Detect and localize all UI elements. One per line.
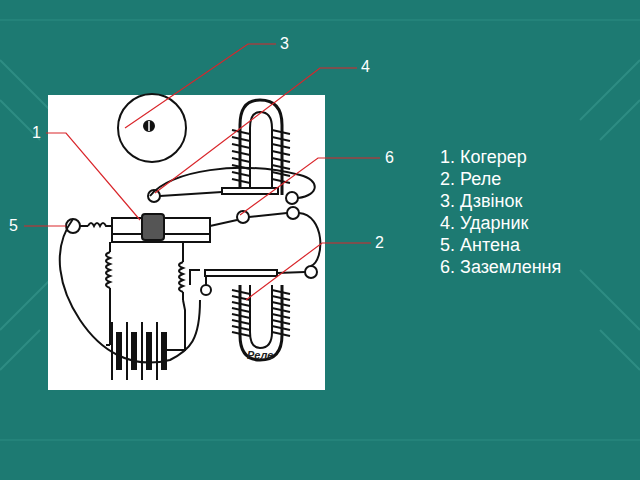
winding <box>232 144 250 148</box>
winding <box>232 302 250 306</box>
winding <box>272 130 290 134</box>
winding <box>141 322 143 380</box>
winding <box>272 308 290 312</box>
callout-number: 6 <box>385 149 394 167</box>
callout-number: 2 <box>375 234 384 252</box>
background-decor <box>0 20 640 440</box>
legend-item: 2. Реле <box>440 168 501 190</box>
callout-number: 3 <box>280 35 289 53</box>
receiver-drawing <box>60 94 321 380</box>
legend-item: 4. Ударник <box>440 212 528 234</box>
winding <box>131 332 137 370</box>
winding <box>272 165 290 169</box>
winding <box>272 290 290 294</box>
winding <box>232 308 250 312</box>
winding <box>232 172 250 176</box>
winding <box>232 320 250 324</box>
winding <box>232 151 250 155</box>
leader-lines <box>24 44 380 300</box>
winding <box>126 322 128 380</box>
winding <box>232 179 250 183</box>
legend-item: 5. Антена <box>440 234 520 256</box>
winding <box>272 326 290 330</box>
winding <box>272 296 290 300</box>
bell <box>118 94 186 162</box>
callout-number: 1 <box>32 124 41 142</box>
winding <box>232 137 250 141</box>
drawing-panel <box>48 95 325 390</box>
callout-number: 5 <box>9 217 18 235</box>
legend-item: 6. Заземлення <box>440 256 561 278</box>
winding <box>232 326 250 330</box>
winding <box>146 332 152 370</box>
relay-label: Реле <box>247 346 273 364</box>
winding <box>272 158 290 162</box>
winding <box>272 320 290 324</box>
winding <box>232 290 250 294</box>
winding <box>232 332 250 336</box>
winding <box>232 314 250 318</box>
winding <box>116 332 122 370</box>
winding <box>156 322 158 380</box>
winding <box>272 151 290 155</box>
winding <box>272 314 290 318</box>
winding <box>272 302 290 306</box>
legend-item: 1. Когерер <box>440 146 527 168</box>
winding <box>272 137 290 141</box>
winding <box>272 144 290 148</box>
winding <box>272 332 290 336</box>
callout-number: 4 <box>361 58 370 76</box>
winding <box>232 158 250 162</box>
legend-item: 3. Дзвінок <box>440 190 522 212</box>
